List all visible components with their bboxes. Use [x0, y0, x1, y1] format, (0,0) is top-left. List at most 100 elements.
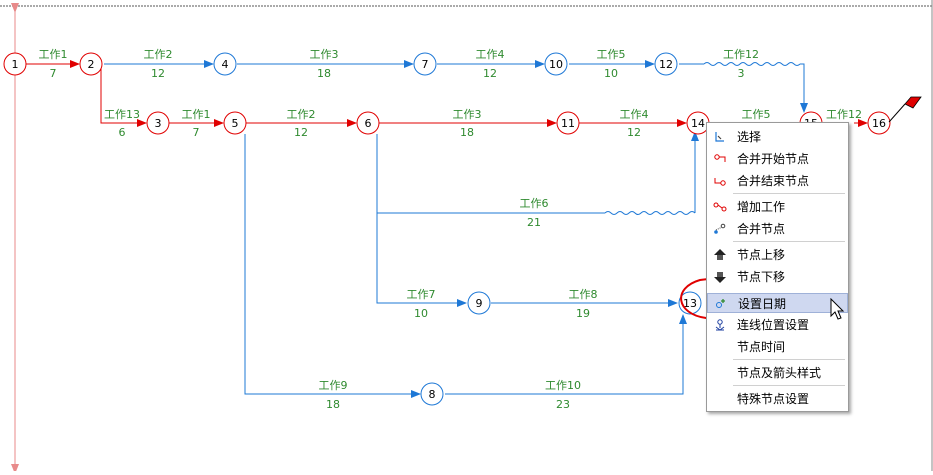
merge-start-icon	[714, 154, 726, 162]
menu-item-label: 节点及箭头样式	[737, 366, 822, 380]
edge-label-duration: 18	[460, 126, 474, 139]
menu-separator	[733, 193, 845, 194]
menu-item-merge-end[interactable]: 合并结束节点	[707, 171, 848, 191]
menu-item-add-work[interactable]: 增加工作	[707, 197, 848, 217]
end-flag-icon	[888, 96, 922, 123]
edge-12-15-free-float[interactable]	[703, 62, 801, 66]
node-label: 11	[561, 117, 575, 130]
node-up-icon	[714, 249, 726, 260]
node[interactable]: 12	[654, 52, 678, 76]
node[interactable]: 5	[223, 111, 247, 135]
menu-item-label: 节点时间	[737, 340, 786, 354]
edge-label-name: 工作13	[104, 108, 140, 121]
node-label: 5	[232, 117, 239, 130]
menu-item-label: 节点上移	[737, 248, 786, 262]
edge-label-name: 工作10	[545, 379, 581, 392]
edge-6-14-solid[interactable]	[376, 134, 605, 214]
node[interactable]: 10	[544, 52, 568, 76]
menu-item-select[interactable]: 选择	[707, 127, 848, 147]
node[interactable]: 4	[213, 52, 237, 76]
edge-label-name: 工作7	[407, 288, 436, 301]
edge-label-duration: 7	[50, 67, 57, 80]
edge-label-name: 工作1	[182, 108, 211, 121]
menu-item-label: 增加工作	[737, 200, 786, 214]
edge-label-name: 工作2	[287, 108, 316, 121]
edge-label-name: 工作1	[39, 48, 68, 61]
menu-item-label: 设置日期	[738, 297, 787, 311]
node[interactable]: 7	[413, 52, 437, 76]
menu-item-set-date[interactable]: 设置日期	[707, 293, 848, 313]
menu-item-label: 连线位置设置	[737, 318, 810, 332]
node-label: 1	[12, 58, 19, 71]
edge-label-duration: 12	[627, 126, 641, 139]
mouse-cursor-icon	[830, 298, 845, 320]
node[interactable]: 11	[556, 111, 580, 135]
menu-item-label: 合并结束节点	[737, 174, 810, 188]
edge-label-duration: 12	[151, 67, 165, 80]
edge-6-9[interactable]	[376, 213, 467, 307]
menu-item-node-down[interactable]: 节点下移	[707, 267, 848, 287]
edge-label-name: 工作4	[620, 108, 649, 121]
node-label: 4	[222, 58, 229, 71]
edge-12-15-drop[interactable]	[800, 63, 808, 113]
menu-item-label: 特殊节点设置	[737, 392, 810, 406]
edge-label-duration: 6	[119, 126, 126, 139]
context-menu: 选择 合并开始节点 合并结束节点 增加工作 合并节点 节点上移 节点下移 设置日…	[706, 122, 849, 412]
menu-item-merge-node[interactable]: 合并节点	[707, 219, 848, 239]
set-date-icon	[716, 299, 725, 308]
node-label: 7	[422, 58, 429, 71]
menu-item-node-arrow-style[interactable]: 节点及箭头样式	[707, 363, 848, 383]
edge-label-duration: 21	[527, 216, 541, 229]
edge-label-duration: 18	[317, 67, 331, 80]
node-label: 13	[683, 297, 697, 310]
node[interactable]: 2	[79, 52, 103, 76]
edge-2-3[interactable]	[100, 64, 147, 127]
menu-item-node-time[interactable]: 节点时间	[707, 337, 848, 357]
menu-item-line-position[interactable]: 连线位置设置	[707, 315, 848, 335]
node[interactable]: 9	[467, 291, 491, 315]
edge-label-name: 工作12	[723, 48, 759, 61]
edge-label-duration: 23	[556, 398, 570, 411]
node-label: 9	[476, 297, 483, 310]
merge-end-icon	[714, 178, 726, 186]
node-label: 8	[429, 388, 436, 401]
merge-node-icon	[714, 223, 726, 234]
edge-label-duration: 3	[738, 67, 745, 80]
edge-label-duration: 19	[576, 307, 590, 320]
edge-label-name: 工作4	[476, 48, 505, 61]
edge-label-duration: 7	[193, 126, 200, 139]
edge-8-13[interactable]	[445, 314, 687, 395]
edge-5-8[interactable]	[244, 134, 421, 398]
node[interactable]: 6	[356, 111, 380, 135]
edge-label-name: 工作12	[826, 108, 862, 121]
menu-item-node-up[interactable]: 节点上移	[707, 245, 848, 265]
edge-6-14-free-float[interactable]	[604, 211, 696, 215]
node[interactable]: 3	[146, 111, 170, 135]
edge-label-name: 工作3	[453, 108, 482, 121]
menu-item-label: 选择	[737, 130, 762, 144]
node-label: 14	[691, 117, 705, 130]
menu-item-label: 合并开始节点	[737, 152, 810, 166]
menu-separator	[733, 241, 845, 242]
node-label: 16	[872, 117, 886, 130]
edge-label-name: 工作5	[742, 108, 771, 121]
node-label: 10	[549, 58, 563, 71]
edge-label-duration: 10	[604, 67, 618, 80]
menu-item-special-node[interactable]: 特殊节点设置	[707, 389, 848, 409]
edge-label-name: 工作3	[310, 48, 339, 61]
edge-label-name: 工作6	[520, 197, 549, 210]
menu-item-merge-start[interactable]: 合并开始节点	[707, 149, 848, 169]
edge-label-name: 工作2	[144, 48, 173, 61]
edge-label-name: 工作9	[319, 379, 348, 392]
select-icon	[715, 132, 724, 142]
node-label: 2	[88, 58, 95, 71]
edge-label-name: 工作5	[597, 48, 626, 61]
node[interactable]: 16	[867, 111, 891, 135]
menu-item-label: 合并节点	[737, 222, 786, 236]
edge-label-duration: 18	[326, 398, 340, 411]
node[interactable]: 1	[3, 52, 27, 76]
node-down-icon	[714, 272, 726, 283]
node[interactable]: 8	[420, 382, 444, 406]
edge-label-name: 工作8	[569, 288, 598, 301]
